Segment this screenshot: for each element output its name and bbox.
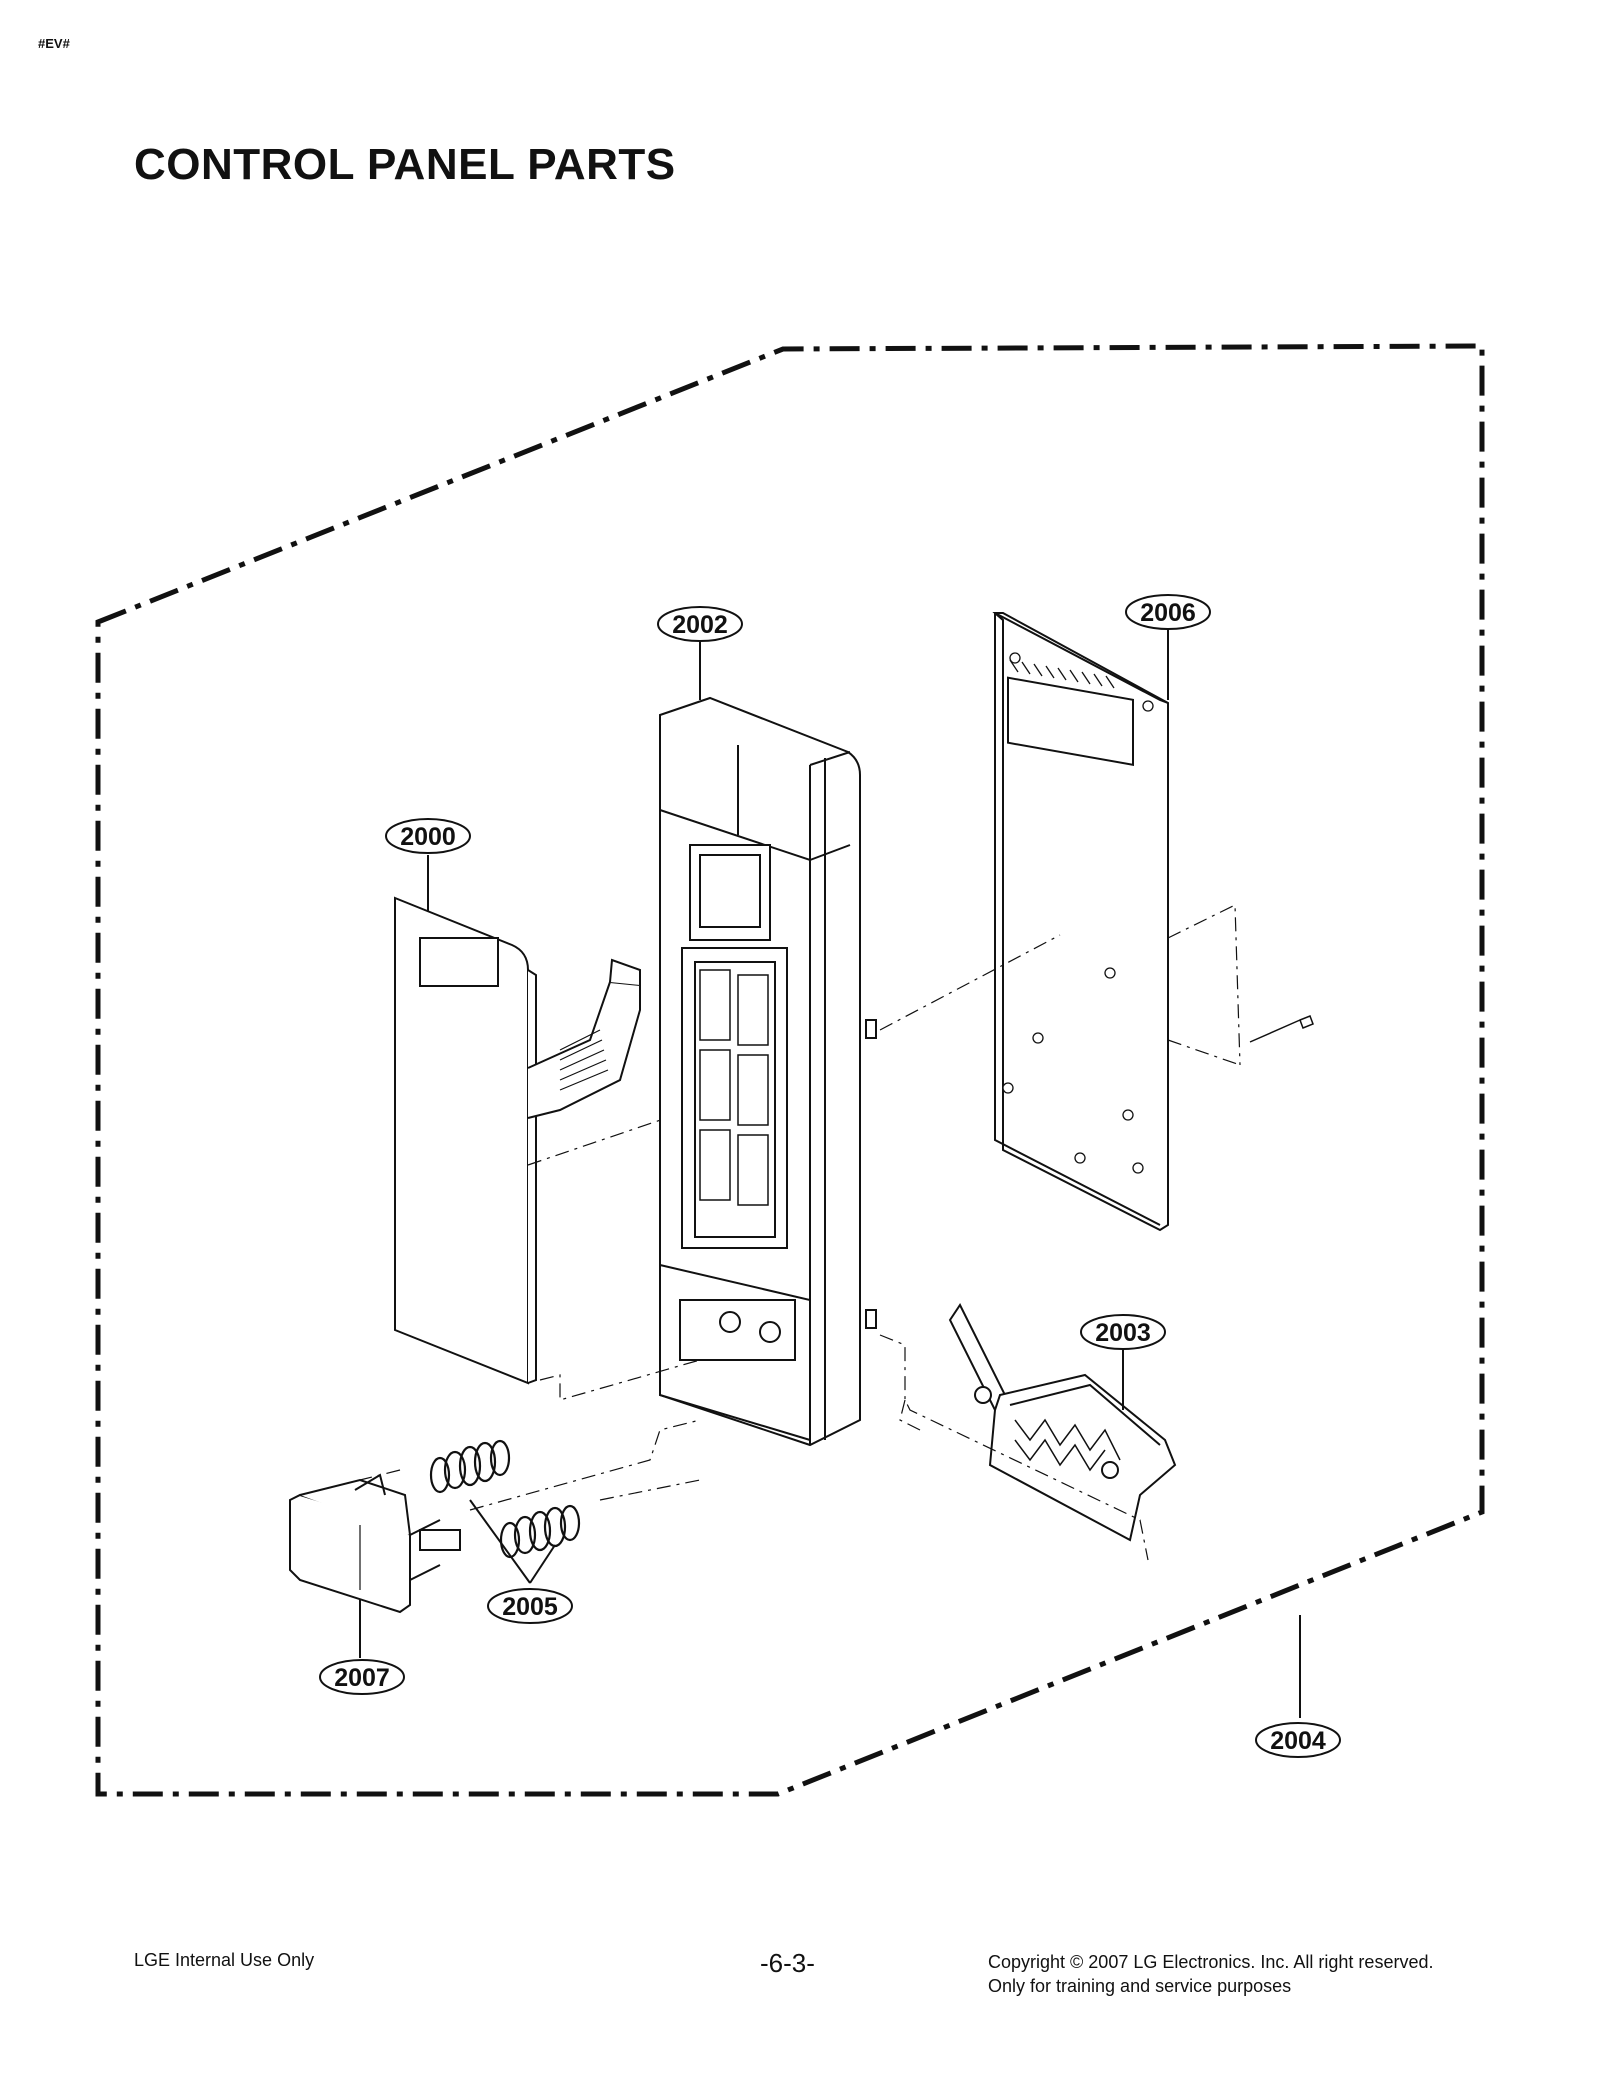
callout-2002: 2002: [657, 606, 743, 642]
callout-2002-label: 2002: [672, 611, 728, 639]
callout-2003-label: 2003: [1095, 1319, 1151, 1347]
assembly-boundary: [95, 343, 1485, 1797]
footer-copyright: Copyright © 2007 LG Electronics. Inc. Al…: [988, 1950, 1433, 1998]
document-tag: #EV#: [38, 36, 70, 51]
page-title: CONTROL PANEL PARTS: [134, 140, 676, 189]
part-2007-door-button: [289, 1473, 461, 1614]
callout-2004: 2004: [1255, 1722, 1341, 1758]
footer-copyright-line2: Only for training and service purposes: [988, 1976, 1292, 1996]
leader-lines: [359, 628, 1301, 1718]
part-2002-panel-frame: [659, 696, 877, 1447]
callout-2005: 2005: [487, 1588, 573, 1624]
part-2006-pcb: [879, 612, 1314, 1232]
footer-internal-use: LGE Internal Use Only: [134, 1950, 315, 1970]
footer-copyright-line1: Copyright © 2007 LG Electronics. Inc. Al…: [988, 1952, 1434, 1972]
callout-2004-label: 2004: [1270, 1727, 1326, 1755]
footer-page-number: -6-3-: [760, 1948, 815, 1978]
callout-2003: 2003: [1080, 1314, 1166, 1350]
callout-2005-label: 2005: [502, 1593, 558, 1621]
callout-2000-label: 2000: [400, 823, 456, 851]
callout-2007-label: 2007: [334, 1664, 390, 1692]
callout-2000: 2000: [385, 818, 471, 854]
callout-2007: 2007: [319, 1659, 405, 1695]
callout-2006-label: 2006: [1140, 599, 1196, 627]
part-2003-lever: [879, 1303, 1177, 1561]
part-2000-membrane-sheet: [394, 896, 691, 1385]
part-2005-springs: [359, 1359, 701, 1559]
callout-2006: 2006: [1125, 594, 1211, 630]
